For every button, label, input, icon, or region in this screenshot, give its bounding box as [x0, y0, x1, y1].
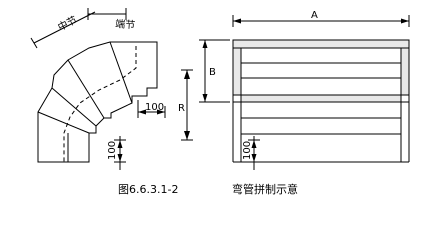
label-100-right: 100	[242, 141, 253, 160]
arrowhead	[251, 140, 257, 148]
label-middle-section: 中节	[55, 13, 79, 34]
straight-pipe-drawing	[199, 15, 410, 170]
arrowhead	[233, 18, 241, 24]
arrowhead	[117, 140, 123, 148]
cut-section	[400, 47, 410, 96]
cut-section	[232, 39, 410, 49]
arrowhead	[157, 109, 165, 115]
joint-line	[37, 111, 90, 134]
arrowhead	[138, 109, 146, 115]
cut-section	[232, 47, 242, 96]
arrowhead	[202, 40, 208, 48]
label-100-left: 100	[107, 141, 118, 160]
arrowhead	[117, 154, 123, 162]
pipe-outer	[232, 39, 410, 103]
dim-tick	[30, 37, 38, 49]
dim-line-middle-section	[33, 11, 96, 44]
joint-line	[109, 41, 133, 104]
bend-outer-outline	[37, 41, 158, 163]
label-end-section: 端节	[115, 17, 136, 31]
figure-title: 弯管拼制示意	[232, 182, 298, 196]
joint-line	[51, 87, 97, 127]
arrowhead	[184, 70, 190, 79]
bend-centerline	[63, 46, 137, 162]
arrowhead	[202, 94, 208, 102]
arrowhead	[401, 18, 409, 24]
joint-line	[67, 59, 105, 119]
figure-number: 图6.6.3.1-2	[118, 183, 178, 196]
label-100-top: 100	[145, 102, 164, 113]
bend-pipe-assembly-figure: 中节 端节 100 R 100 A B 100 图6.6.3.1-2 弯管拼制示…	[30, 8, 410, 196]
cut-section	[240, 94, 402, 103]
label-B: B	[209, 67, 216, 78]
arrowhead	[184, 131, 190, 140]
arrowhead	[251, 154, 257, 162]
label-R: R	[178, 103, 185, 114]
label-A: A	[311, 10, 318, 21]
